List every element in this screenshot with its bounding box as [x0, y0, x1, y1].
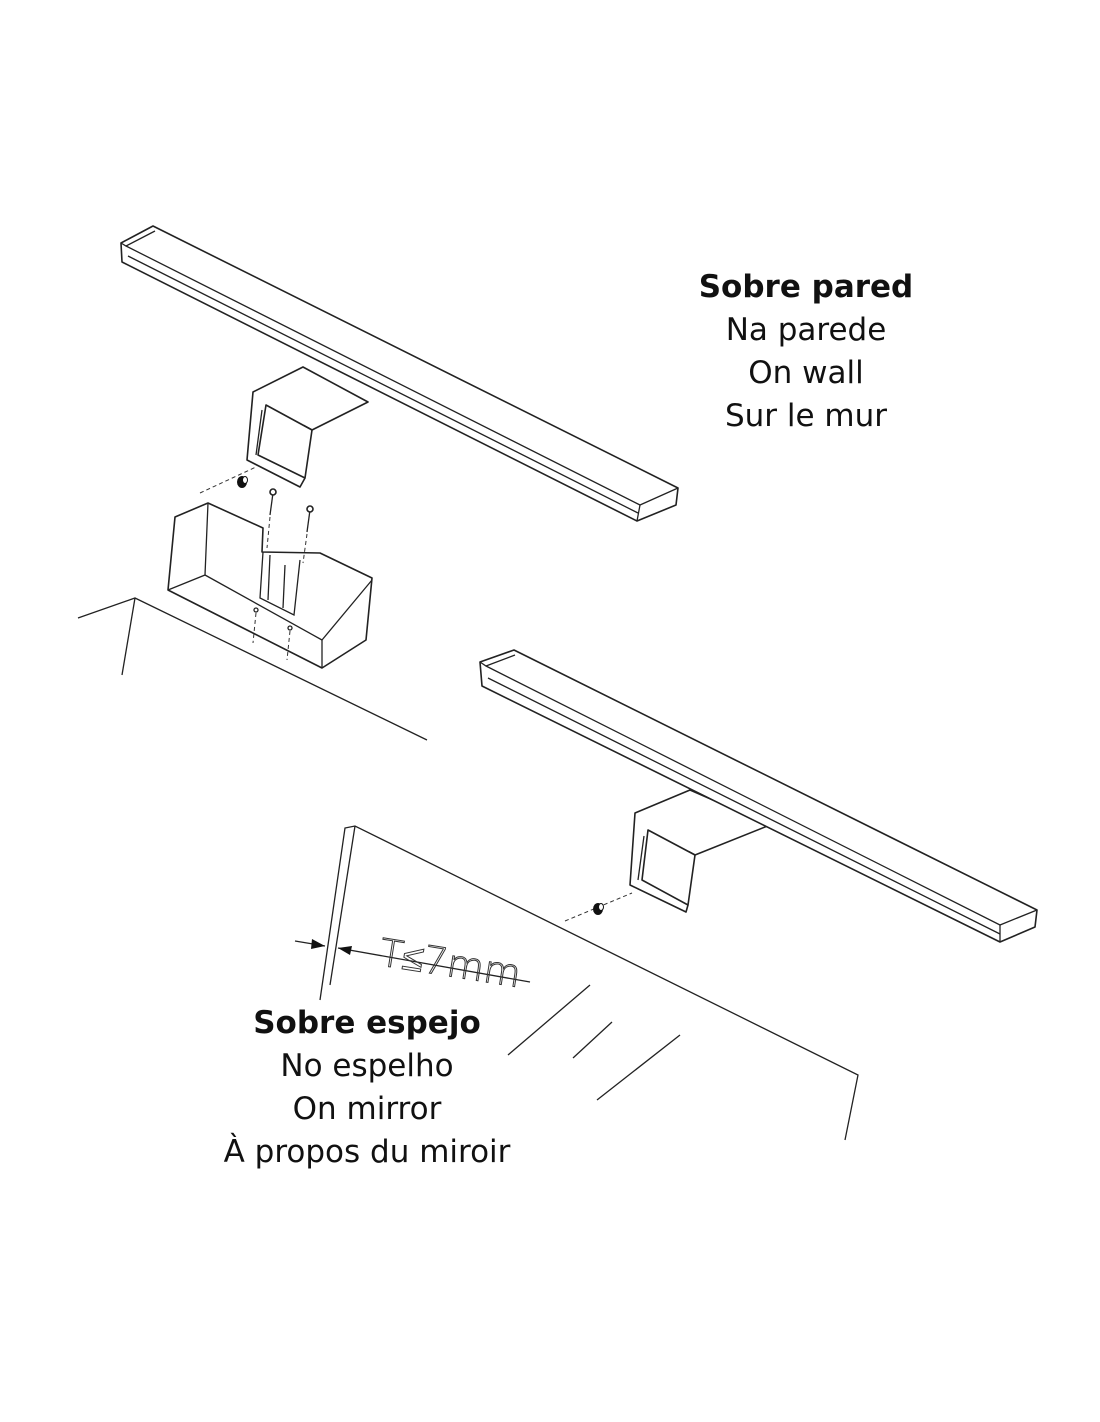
dimension-label: T≤7mm	[377, 930, 524, 996]
wall-mount-box	[167, 502, 373, 669]
screw-icon	[302, 505, 314, 564]
dowel-icon	[593, 903, 604, 915]
mirror-panel	[319, 825, 859, 1141]
wall-mount-label: Sobre pared Na parede On wall Sur le mur	[576, 266, 1036, 438]
wall-mount-title: Sobre pared	[698, 269, 914, 305]
wall-mount-fr: Sur le mur	[724, 398, 888, 434]
lamp-bar-wall	[120, 225, 679, 522]
thickness-dimension: T≤7mm	[294, 930, 531, 997]
wall-mount-en: On wall	[748, 355, 864, 391]
wall-surface	[77, 597, 428, 741]
mirror-mount-en: On mirror	[292, 1091, 442, 1127]
wall-mount-pt: Na parede	[725, 312, 887, 348]
mirror-mount-pt: No espelho	[280, 1048, 454, 1084]
mirror-mount-label: Sobre espejo No espelho On mirror À prop…	[137, 1002, 597, 1174]
dowel-icon	[237, 476, 248, 488]
lamp-bar-mirror	[479, 649, 1038, 943]
mirror-mount-title: Sobre espejo	[253, 1005, 481, 1041]
mirror-mount-fr: À propos du miroir	[223, 1134, 511, 1170]
screw-icon	[266, 488, 277, 549]
